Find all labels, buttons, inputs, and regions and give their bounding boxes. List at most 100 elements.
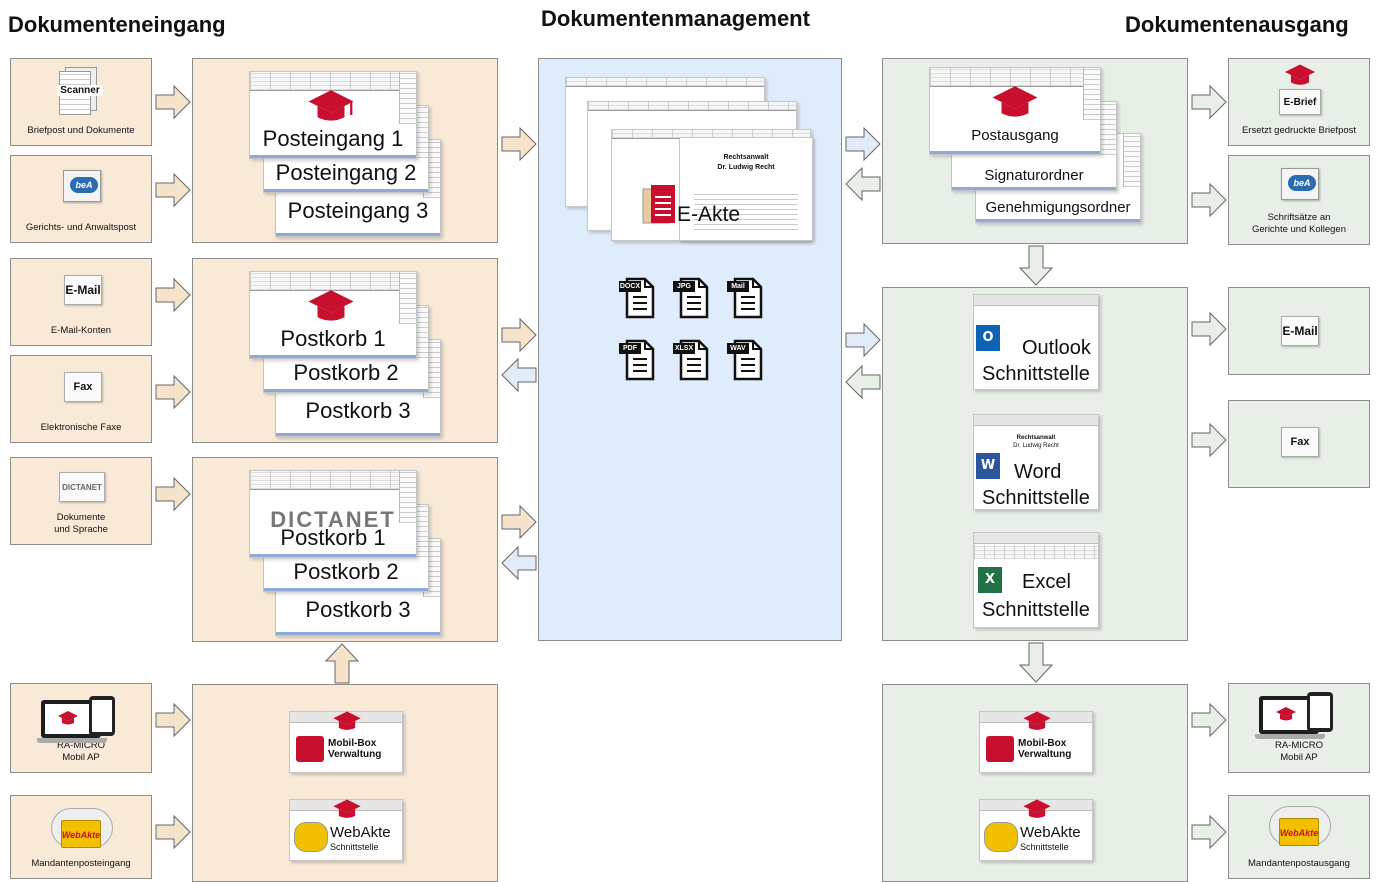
excel-icon: X — [978, 567, 1002, 593]
arrow-right — [155, 476, 191, 512]
letter-preview: Rechtsanwalt Dr. Ludwig Recht — [679, 137, 813, 241]
management-panel: Rechtsanwalt Dr. Ludwig Recht E-Akte DOC… — [538, 58, 842, 641]
cloud-folder-icon: WebAkte — [1269, 802, 1331, 848]
webakte-icon — [984, 822, 1018, 852]
file-jpg-icon: JPG — [671, 275, 711, 319]
source-label: Elektronische Faxe — [40, 422, 122, 433]
eakte-label: E-Akte — [677, 203, 741, 226]
doc-card[interactable]: DICTANET Postkorb 1 — [249, 470, 417, 558]
source-fax: Fax Elektronische Faxe — [10, 355, 152, 443]
target-label: Mandantenpostausgang — [1248, 858, 1350, 869]
laptop-icon — [37, 696, 127, 744]
arrow-right — [1191, 702, 1227, 738]
arrow-left — [501, 357, 537, 393]
source-label: E-Mail-Konten — [50, 325, 112, 336]
source-scanner: Scanner Briefpost und Dokumente — [10, 58, 152, 146]
doc-card[interactable]: Postkorb 1 — [249, 271, 417, 359]
source-label: Dokumente und Sprache — [54, 512, 108, 535]
filetype-label: Mail — [731, 283, 745, 290]
file-xlsx-icon: XLSX — [671, 337, 711, 381]
outlook-card[interactable]: O Outlook Schnittstelle — [973, 294, 1099, 390]
mobilbox-card[interactable]: Mobil-Box Verwaltung — [979, 711, 1093, 773]
target-label: RA-MICRO Mobil AP — [1274, 740, 1324, 763]
arrows-to-management — [501, 126, 537, 581]
fax-icon: Fax — [1281, 427, 1319, 457]
arrow-right — [155, 277, 191, 313]
ramicro-logo-icon — [992, 86, 1038, 117]
ebrief-icon: E-Brief — [1279, 89, 1321, 115]
arrows-to-outbound — [845, 126, 881, 400]
filetype-label: PDF — [623, 345, 637, 352]
arrow-right — [155, 814, 191, 850]
source-email: E-Mail E-Mail-Konten — [10, 258, 152, 346]
arrow-right — [155, 172, 191, 208]
heading-inbound: Dokumenteneingang — [8, 12, 226, 37]
inbound-group-posteingang: Posteingang 3 Posteingang 2 Posteingang … — [192, 58, 498, 243]
mobilbox-card[interactable]: Mobil-Box Verwaltung — [289, 711, 403, 773]
ramicro-logo-icon — [333, 711, 361, 730]
laptop-icon — [1255, 692, 1345, 740]
inbound-group-postkorb: Postkorb 3 Postkorb 2 Postkorb 1 — [192, 258, 498, 443]
filetype-label: XLSX — [674, 345, 694, 352]
ramicro-logo-icon — [308, 90, 354, 121]
arrow-left — [501, 545, 537, 581]
webakte-card[interactable]: WebAkte Schnittstelle — [289, 799, 403, 861]
bea-icon: beA — [63, 170, 101, 202]
ramicro-logo-icon — [333, 799, 361, 818]
scanner-icon: Scanner — [57, 67, 103, 115]
arrow-right — [155, 702, 191, 738]
filetype-label: WAV — [730, 345, 746, 352]
ramicro-logo-icon — [308, 290, 354, 321]
file-mail-icon: Mail — [725, 275, 765, 319]
ramicro-logo-icon — [1285, 64, 1315, 85]
mobilbox-icon — [986, 736, 1014, 762]
word-icon: W — [976, 453, 1000, 479]
ramicro-logo-icon — [1023, 799, 1051, 818]
arrow-right — [1191, 84, 1227, 120]
arrow-left — [845, 364, 881, 400]
arrows-to-targets — [1191, 84, 1227, 850]
file-pdf-icon: PDF — [617, 337, 657, 381]
excel-card[interactable]: X Excel Schnittstelle — [973, 532, 1099, 628]
arrow-right — [155, 374, 191, 410]
ramicro-logo-icon — [58, 711, 78, 725]
inbound-group-dictanet: Postkorb 3 Postkorb 2 DICTANET Postkorb … — [192, 457, 498, 642]
doc-card[interactable]: Posteingang 1 — [249, 71, 417, 159]
outbound-post: Genehmigungsordner Signaturordner Postau… — [882, 58, 1188, 244]
outbound-interfaces: O Outlook Schnittstelle Rechtsanwalt Dr.… — [882, 287, 1188, 641]
arrow-right — [501, 504, 537, 540]
target-bea: beA Schriftsätze an Gerichte und Kollege… — [1228, 155, 1370, 245]
filetype-label: DOCX — [619, 283, 641, 290]
word-card[interactable]: Rechtsanwalt Dr. Ludwig Recht W Word Sch… — [973, 414, 1099, 510]
source-mobil-ap: RA-MICRO Mobil AP — [10, 683, 152, 773]
arrow-up — [324, 643, 360, 684]
arrow-right — [1191, 182, 1227, 218]
arrow-right — [501, 126, 537, 162]
webakte-card[interactable]: WebAkte Schnittstelle — [979, 799, 1093, 861]
inbound-group-mobile: Mobil-Box Verwaltung WebAkte Schnittstel… — [192, 684, 498, 882]
target-label: Schriftsätze an Gerichte und Kollegen — [1251, 212, 1346, 235]
arrow-right — [1191, 311, 1227, 347]
heading-management: Dokumentenmanagement — [541, 6, 810, 31]
arrows-left-sources — [155, 84, 191, 850]
arrow-right — [1191, 422, 1227, 458]
outlook-icon: O — [976, 325, 1000, 351]
arrow-right — [1191, 814, 1227, 850]
target-mandant: WebAkte Mandantenpostausgang — [1228, 795, 1370, 879]
target-email: E-Mail — [1228, 287, 1370, 375]
target-label: Ersetzt gedruckte Briefpost — [1241, 125, 1357, 136]
email-icon: E-Mail — [1281, 316, 1319, 346]
arrow-right — [501, 317, 537, 353]
file-wav-icon: WAV — [725, 337, 765, 381]
source-label: RA-MICRO Mobil AP — [56, 740, 106, 763]
cloud-folder-icon: WebAkte — [51, 804, 113, 850]
target-fax: Fax — [1228, 400, 1370, 488]
source-label: Briefpost und Dokumente — [27, 125, 135, 136]
doc-card[interactable]: Postausgang — [929, 67, 1101, 155]
source-dictanet: DICTANET Dokumente und Sprache — [10, 457, 152, 545]
source-bea: beA Gerichts- und Anwaltspost — [10, 155, 152, 243]
fax-icon: Fax — [64, 372, 102, 402]
arrow-right — [845, 126, 881, 162]
bea-icon: beA — [1281, 168, 1319, 200]
mobilbox-icon — [296, 736, 324, 762]
